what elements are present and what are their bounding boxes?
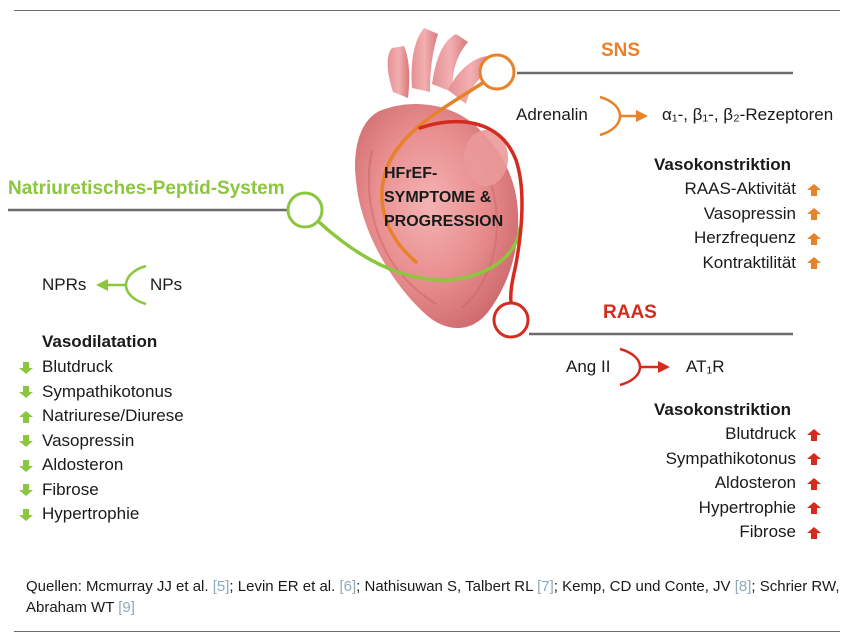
sources-note: Quellen: Mcmurray JJ et al. [5]; Levin E… <box>26 576 841 618</box>
nps-effect-label: Hypertrophie <box>42 504 140 523</box>
sns-effect-label: Kontraktilität <box>702 252 796 272</box>
nps-effect-row: Hypertrophie <box>18 502 184 527</box>
raas-title: RAAS <box>603 302 657 323</box>
sources-text-2: ; Levin ER et al. <box>229 578 340 595</box>
sns-node <box>478 53 516 91</box>
arrow-down-icon <box>19 459 33 472</box>
sns-effect-row: RAAS-Aktivität <box>685 177 822 202</box>
reference-link-8[interactable]: [8] <box>734 578 752 595</box>
nps-effect-row: Sympathikotonus <box>18 380 184 405</box>
arrow-up-icon <box>807 526 821 539</box>
raas-effect-label: Hypertrophie <box>698 497 796 517</box>
arrow-down-icon <box>19 386 33 399</box>
arrow-up-icon <box>807 428 821 441</box>
arrow-up-icon <box>807 477 821 490</box>
bottom-divider <box>14 631 840 632</box>
nps-curve <box>317 220 522 282</box>
sns-effect-label: Herzfrequenz <box>693 228 796 247</box>
raas-receptor-arrow <box>619 347 670 387</box>
sources-text-3: ; Nathisuwan S, Talbert RL <box>356 578 538 595</box>
arrow-up-icon <box>19 410 33 423</box>
center-label-line-1: HFrEF- <box>384 165 438 182</box>
arrow-down-icon <box>19 435 33 448</box>
raas-effect-row: Sympathikotonus <box>666 447 822 472</box>
nps-effect-row: Fibrose <box>18 478 184 503</box>
arrow-up-icon <box>807 232 821 245</box>
raas-effect-label: Sympathikotonus <box>665 448 796 468</box>
sns-ligand: Adrenalin <box>516 105 588 124</box>
raas-receptor: AT₁R <box>686 357 725 376</box>
nps-effects-heading: Vasodilatation <box>42 332 158 351</box>
sources-text-4: ; Kemp, CD und Conte, JV <box>553 578 735 595</box>
raas-effect-row: Fibrose <box>666 520 822 545</box>
nps-title: Natriuretisches-Peptid-System <box>8 178 285 199</box>
nps-effect-label: Vasopressin <box>42 430 135 450</box>
raas-effect-label: Blutdruck <box>725 424 796 443</box>
nps-node <box>286 191 324 229</box>
arrow-up-icon <box>807 502 821 515</box>
raas-node <box>492 301 530 339</box>
center-label: HFrEF- SYMPTOME & PROGRESSION <box>384 162 503 234</box>
reference-link-9[interactable]: [9] <box>118 599 135 616</box>
raas-effect-row: Blutdruck <box>666 422 822 447</box>
sns-curve <box>380 80 486 264</box>
raas-effects-heading: Vasokonstriktion <box>654 400 791 419</box>
sns-effect-row: Kontraktilität <box>685 251 822 276</box>
raas-curve <box>418 119 524 304</box>
center-label-line-2: SYMPTOME & <box>384 189 492 206</box>
arrow-down-icon <box>19 361 33 374</box>
sns-effect-row: Vasopressin <box>685 202 822 227</box>
nps-effect-row: Natriurese/Diurese <box>18 404 184 429</box>
nps-effect-label: Fibrose <box>42 479 99 499</box>
arrow-down-icon <box>19 508 33 521</box>
raas-effect-label: Aldosteron <box>714 473 796 492</box>
sns-effect-row: Herzfrequenz <box>685 226 822 251</box>
nps-effect-row: Blutdruck <box>18 355 184 380</box>
nps-effect-row: Vasopressin <box>18 429 184 454</box>
sns-receptor-arrow <box>599 95 648 137</box>
raas-effect-row: Hypertrophie <box>666 496 822 521</box>
arrow-up-icon <box>807 183 821 196</box>
sources-text-5: ; Schrier RW, Abraham WT <box>26 578 840 616</box>
top-divider <box>14 10 840 11</box>
arrow-up-icon <box>807 257 821 270</box>
raas-effect-row: Aldosteron <box>666 471 822 496</box>
sns-title: SNS <box>601 40 641 61</box>
raas-effect-label: Fibrose <box>739 522 796 541</box>
nps-receptors: NPRs <box>42 275 87 294</box>
arrow-down-icon <box>19 484 33 497</box>
arrow-up-icon <box>807 208 821 221</box>
raas-ligand: Ang II <box>566 357 611 376</box>
sns-effect-label: RAAS-Aktivität <box>684 179 796 198</box>
reference-link-7[interactable]: [7] <box>537 578 554 595</box>
sns-effect-label: Vasopressin <box>703 203 796 223</box>
nps-effect-label: Aldosteron <box>42 455 124 474</box>
reference-link-5[interactable]: [5] <box>212 578 230 595</box>
arrow-up-icon <box>807 453 821 466</box>
sources-text-1: Quellen: Mcmurray JJ et al. <box>26 578 213 595</box>
sns-effects-heading: Vasokonstriktion <box>654 155 791 174</box>
nps-ligand: NPs <box>150 275 183 294</box>
sns-receptors: α₁-, β₁-, β₂-Rezeptoren <box>662 105 834 124</box>
center-label-line-3: PROGRESSION <box>384 213 504 230</box>
reference-link-6[interactable]: [6] <box>339 578 357 595</box>
nps-effect-label: Blutdruck <box>42 357 113 376</box>
nps-receptor-arrow <box>96 264 147 306</box>
nps-effect-row: Aldosteron <box>18 453 184 478</box>
nps-effect-label: Natriurese/Diurese <box>42 406 184 425</box>
nps-effect-label: Sympathikotonus <box>42 381 173 401</box>
